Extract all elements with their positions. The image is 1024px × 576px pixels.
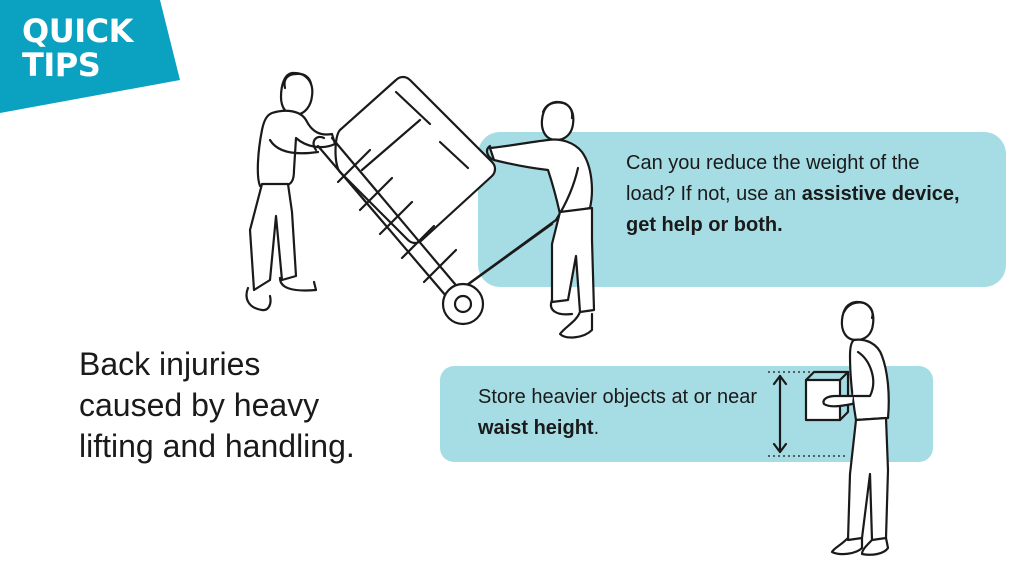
tip2-bold: waist height: [478, 417, 594, 439]
person-holding-box-icon: [804, 300, 890, 556]
tip-waist-height-text: Store heavier objects at or near waist h…: [478, 382, 768, 444]
tip1-plain: Can you reduce the weight of the load? I…: [626, 152, 920, 205]
tip2-end: .: [593, 417, 600, 439]
headline-line-2: caused by heavy: [79, 387, 320, 423]
page-headline: Back injuries caused by heavy lifting an…: [79, 344, 419, 467]
waist-height-indicator-icon: [768, 371, 848, 457]
headline-line-1: Back injuries: [79, 346, 261, 382]
badge-line-1: QUICK: [22, 12, 133, 50]
hand-truck-icon: [312, 75, 558, 326]
tip-reduce-weight-text: Can you reduce the weight of the load? I…: [626, 148, 966, 241]
tip2-plain: Store heavier objects at or near: [478, 386, 758, 408]
headline-line-3: lifting and handling.: [79, 428, 355, 464]
quick-tips-label: QUICK TIPS: [22, 14, 133, 82]
tip1-bold: assistive device, get help or both.: [626, 183, 960, 236]
person-pushing-cart-icon: [485, 100, 596, 339]
person-pulling-cart-icon: [245, 71, 337, 312]
badge-line-2: TIPS: [22, 46, 101, 84]
